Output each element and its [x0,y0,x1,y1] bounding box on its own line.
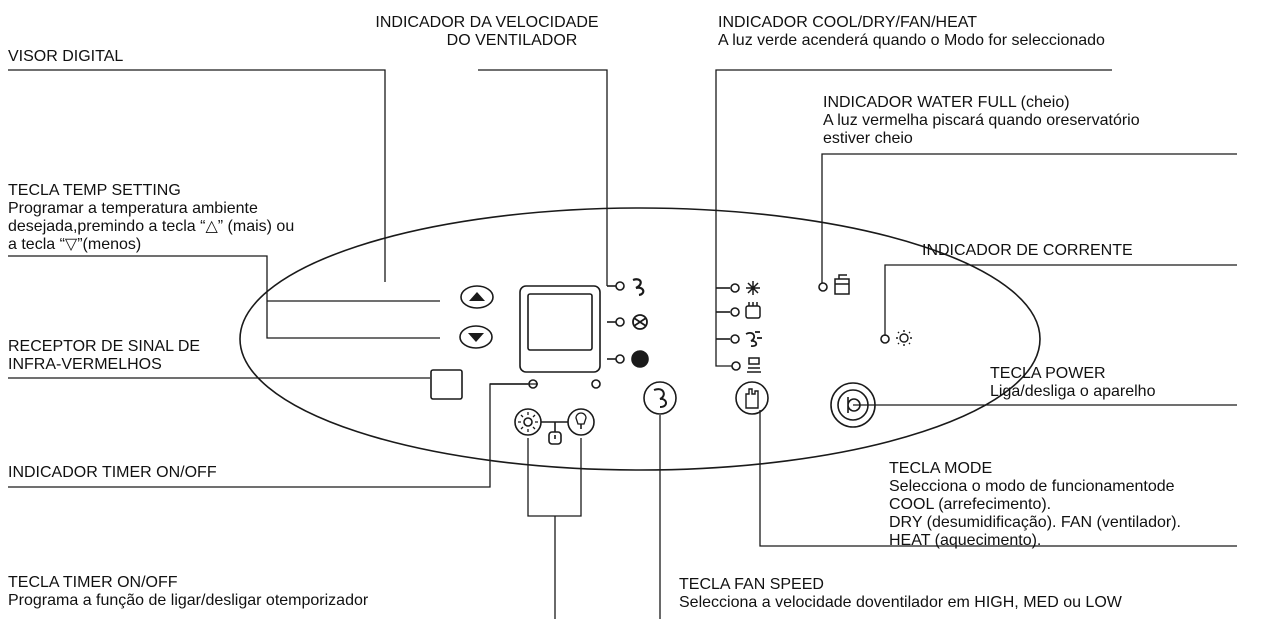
timer-on-icon[interactable] [514,408,542,436]
digital-display [519,285,601,373]
power-indicator [880,330,912,346]
label-fan-key: TECLA FAN SPEED Selecciona a velocidade … [679,576,1122,611]
leader-temp [8,255,440,339]
heat-icon [747,357,761,373]
label-temp-setting: TECLA TEMP SETTING Programar a temperatu… [8,182,295,253]
clock-icon [548,422,562,445]
label-ir-receiver: RECEPTOR DE SINAL DE INFRA-VERMELHOS [8,338,201,373]
label-mode-indicator: INDICADOR COOL/DRY/FAN/HEAT A luz verde … [718,14,1105,49]
fan-low-icon [631,350,649,368]
temp-down-icon[interactable] [459,325,493,349]
mode-hand-icon[interactable] [735,381,769,415]
sun-power-icon [896,330,912,346]
water-full-indicator [818,274,850,295]
leader-fan-indicator [478,69,608,286]
label-timer-indicator: INDICADOR TIMER ON/OFF [8,464,217,481]
bucket-icon [834,274,850,295]
droplet-dry-icon [745,302,761,319]
timer-indicators [490,379,601,389]
label-mode-key: TECLA MODE Selecciona o modo de funciona… [889,460,1181,549]
leader-water-full [821,153,1237,283]
label-fan-speed-indicator: INDICADOR DA VELOCIDADE DO VENTILADOR [375,14,599,49]
leader-power-ind [884,264,1237,336]
fan-speed-indicators [607,278,649,368]
temp-up-icon[interactable] [460,285,494,309]
leader-visor [8,69,386,282]
label-water-full: INDICADOR WATER FULL (cheio) A luz verme… [823,94,1140,147]
leader-timer-key [527,438,582,517]
label-power-indicator: INDICADOR DE CORRENTE [922,242,1133,259]
fan-med-icon [632,314,648,330]
label-power-key: TECLA POWER Liga/desliga o aparelho [990,365,1156,400]
mode-indicators [716,281,762,373]
label-timer-key: TECLA TIMER ON/OFF Programa a função de … [8,574,369,609]
ir-receiver [430,369,463,400]
snowflake-cool-icon [746,281,760,295]
fan-speed-icon[interactable] [643,381,677,415]
fan-mode-icon [745,331,762,347]
visor-title: VISOR DIGITAL [8,48,124,65]
leader-mode-indicator [715,69,1112,367]
leader-mode-key [759,410,1237,547]
fan-high-icon [632,278,645,297]
control-panel-outline [239,207,1041,471]
timer-off-icon[interactable] [567,408,595,436]
label-visor-digital: VISOR DIGITAL [8,48,123,66]
power-icon[interactable] [830,382,876,428]
